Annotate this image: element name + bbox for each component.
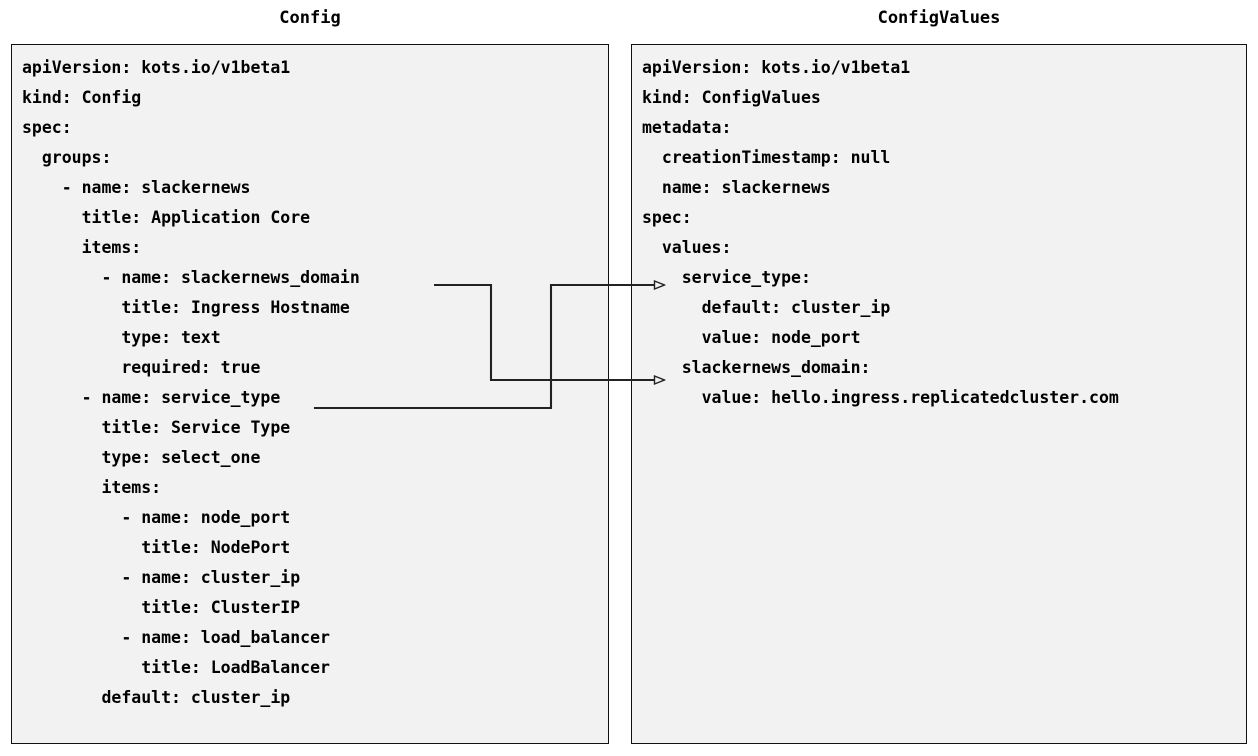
config-panel-title: Config [279, 8, 341, 28]
yaml-line: title: ClusterIP [22, 598, 301, 617]
yaml-line: - name: service_type [22, 388, 281, 407]
yaml-line: default: cluster_ip [642, 298, 891, 317]
yaml-line: groups: [22, 148, 112, 167]
yaml-line: - name: slackernews_domain [22, 268, 360, 287]
yaml-line: value: hello.ingress.replicatedcluster.c… [642, 388, 1119, 407]
yaml-line: metadata: [642, 118, 732, 137]
yaml-line: title: NodePort [22, 538, 291, 557]
yaml-line: kind: Config [22, 88, 142, 107]
yaml-line: items: [22, 238, 142, 257]
yaml-line: - name: load_balancer [22, 628, 330, 647]
yaml-line: title: LoadBalancer [22, 658, 330, 677]
yaml-line: apiVersion: kots.io/v1beta1 [642, 58, 911, 77]
yaml-line: spec: [642, 208, 692, 227]
yaml-line: value: node_port [642, 328, 861, 347]
yaml-line: - name: node_port [22, 508, 291, 527]
yaml-line: kind: ConfigValues [642, 88, 821, 107]
config-yaml-panel: apiVersion: kots.io/v1beta1 kind: Config s… [11, 44, 609, 744]
yaml-line: apiVersion: kots.io/v1beta1 [22, 58, 291, 77]
yaml-line: title: Ingress Hostname [22, 298, 350, 317]
yaml-line: title: Service Type [22, 418, 291, 437]
yaml-line: values: [642, 238, 732, 257]
yaml-line: spec: [22, 118, 72, 137]
yaml-line: service_type: [642, 268, 811, 287]
yaml-line: type: select_one [22, 448, 261, 467]
configvalues-panel-title: ConfigValues [877, 8, 1001, 28]
yaml-line: title: Application Core [22, 208, 311, 227]
yaml-line: default: cluster_ip [22, 688, 291, 707]
configvalues-yaml-panel: apiVersion: kots.io/v1beta1 kind: ConfigV… [631, 44, 1247, 744]
yaml-line: - name: cluster_ip [22, 568, 301, 587]
yaml-line: required: true [22, 358, 261, 377]
config-yaml-lines: apiVersion: kots.io/v1beta1 kind: Config s… [22, 47, 608, 743]
yaml-line: creationTimestamp: null [642, 148, 891, 167]
yaml-line: items: [22, 478, 162, 497]
yaml-line: slackernews_domain: [642, 358, 871, 377]
yaml-line: - name: slackernews [22, 178, 251, 197]
configvalues-yaml-lines: apiVersion: kots.io/v1beta1 kind: ConfigV… [642, 47, 1246, 743]
yaml-line: type: text [22, 328, 221, 347]
yaml-line: name: slackernews [642, 178, 831, 197]
